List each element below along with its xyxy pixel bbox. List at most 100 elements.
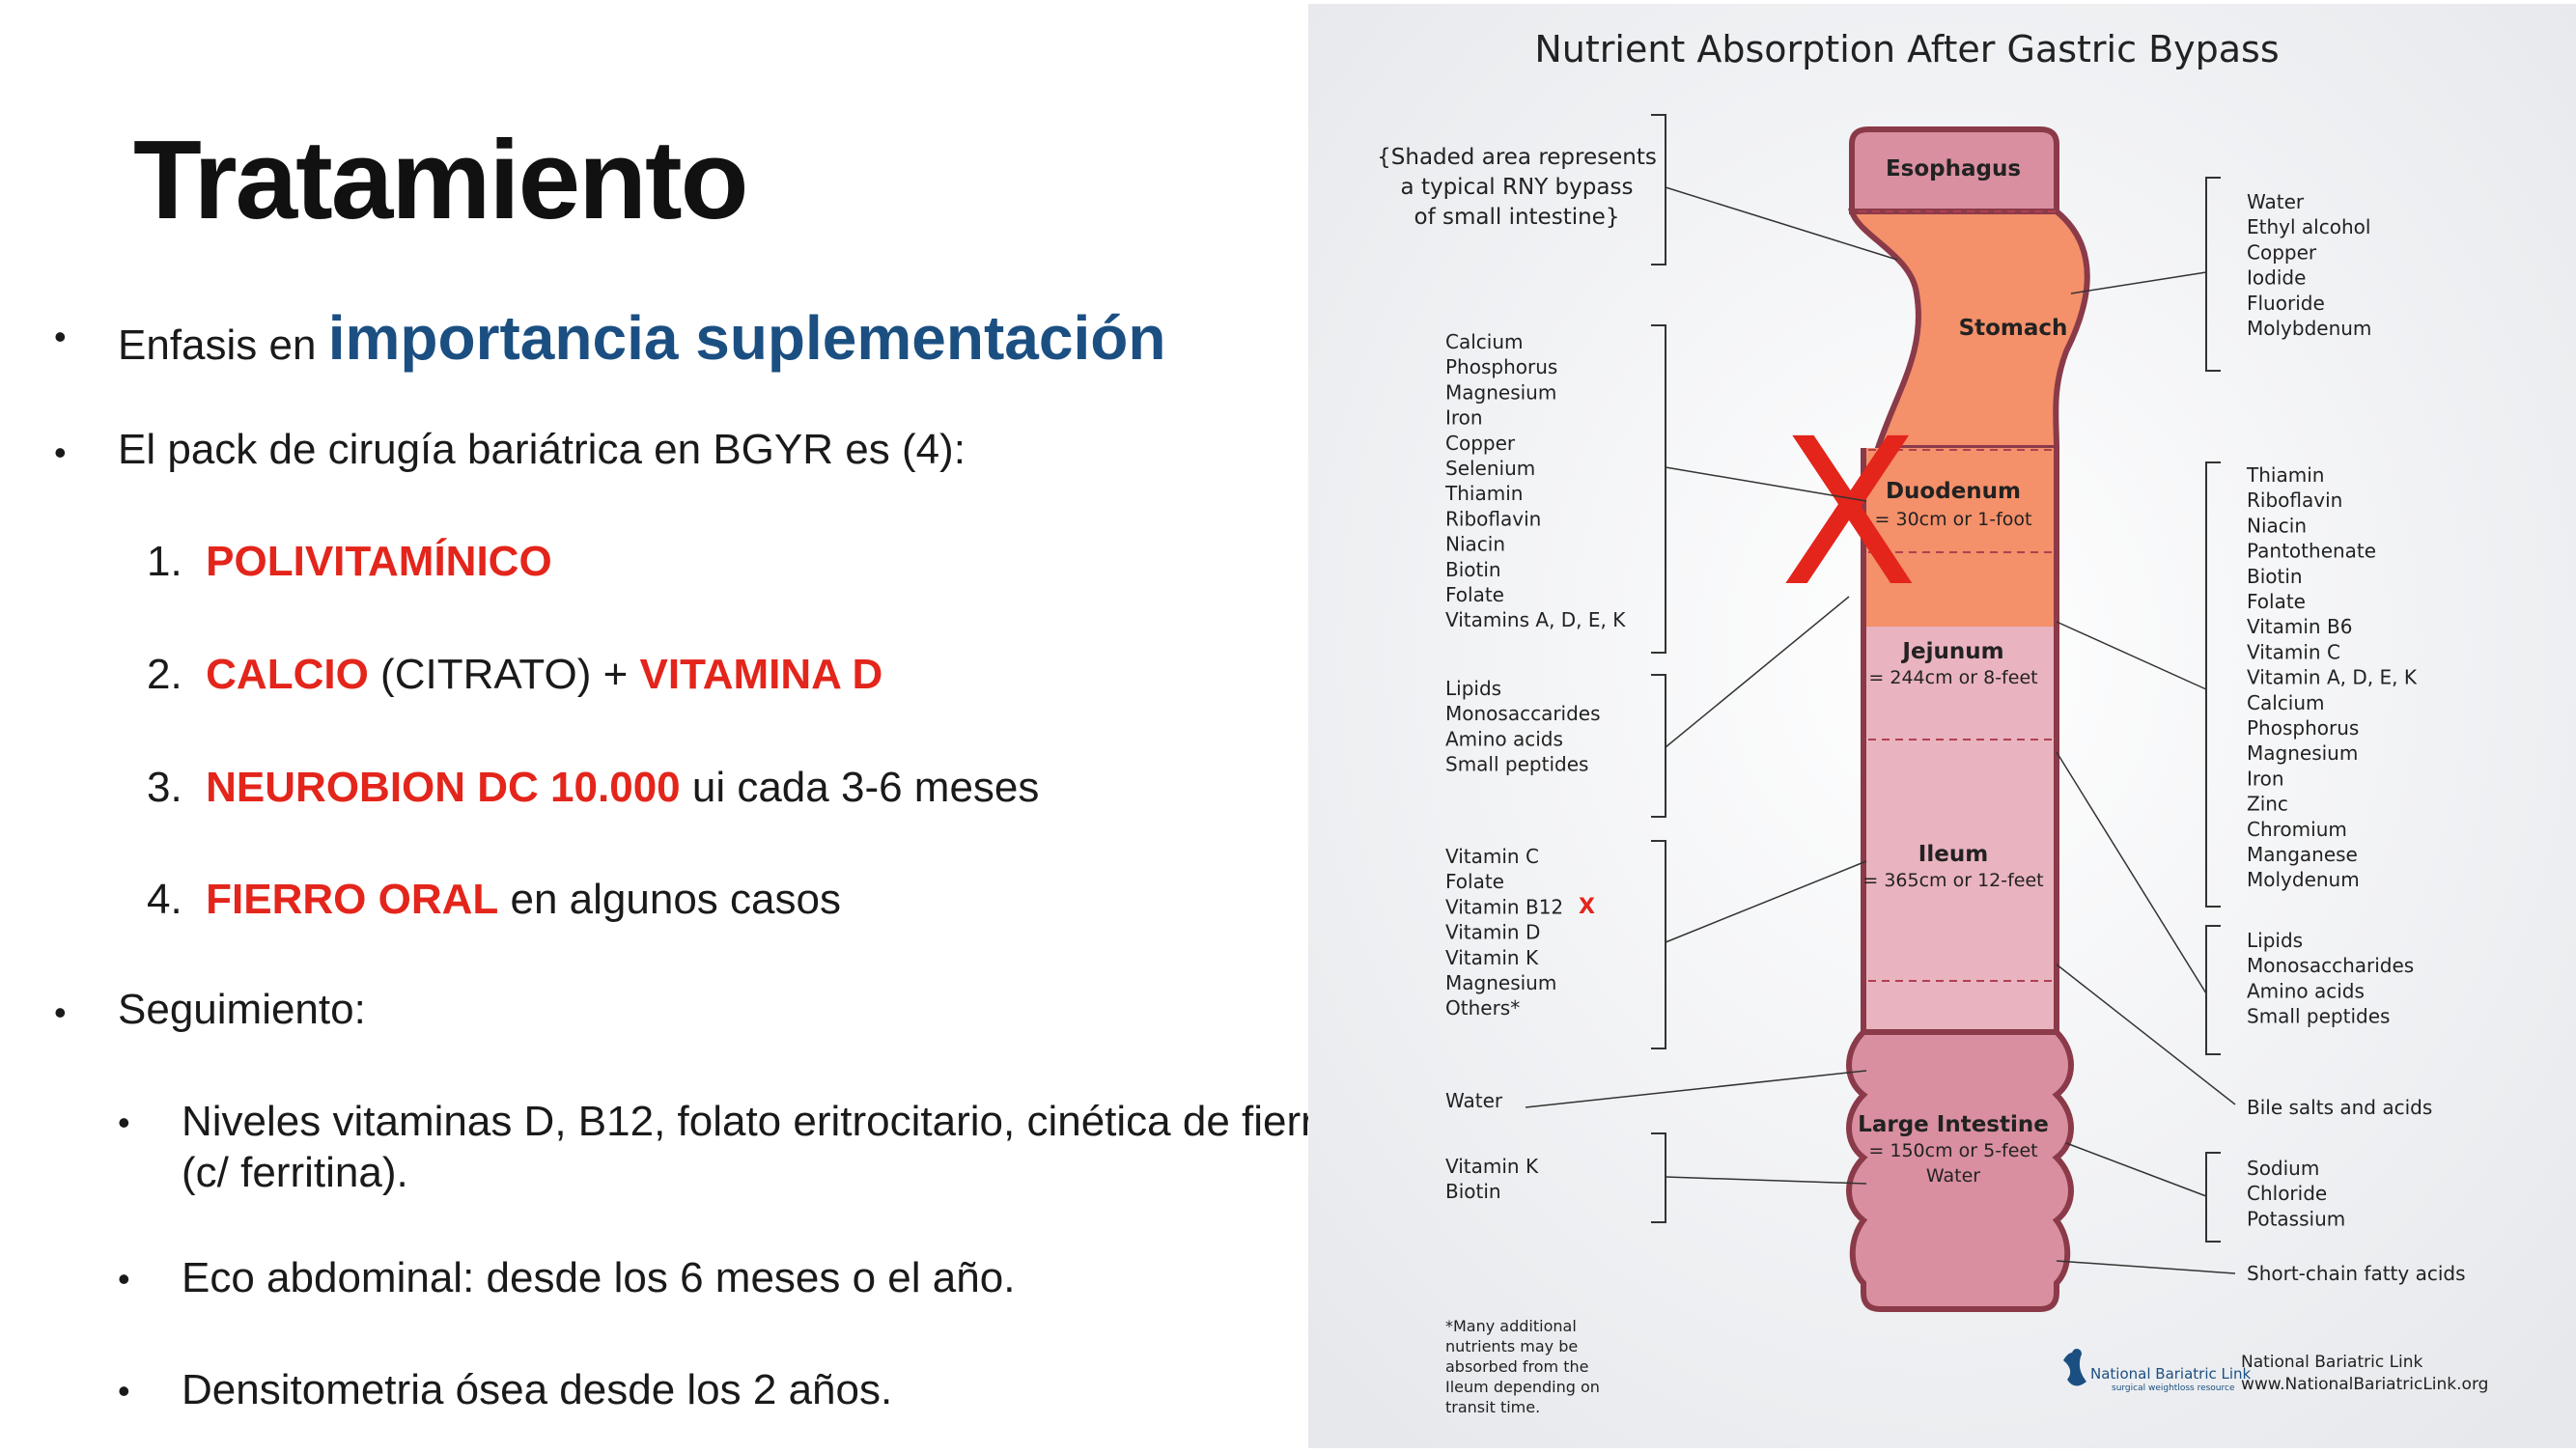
footnote-line: Ileum depending on: [1445, 1378, 1600, 1396]
logo-subtext: surgical weightloss resource: [2112, 1383, 2235, 1393]
label-ileum-length: = 365cm or 12-feet: [1862, 870, 2043, 891]
list-right-jejunum: ThiaminRiboflavinNiacinPantothenateBioti…: [2246, 463, 2418, 891]
nutrient-item: Biotin: [1445, 1180, 1501, 1203]
nutrient-item: Short-chain fatty acids: [2247, 1262, 2466, 1285]
nutrient-item: Vitamin D: [1445, 921, 1540, 944]
list-right-scfa: Short-chain fatty acids: [2247, 1262, 2466, 1285]
footnote: *Many additional nutrients may be absorb…: [1445, 1317, 1600, 1416]
nutrient-item: Folate: [2247, 590, 2306, 613]
nutrient-item: Vitamin C: [2247, 640, 2340, 663]
item-number: 1.: [147, 538, 182, 585]
sub-bullet-eco: Eco abdominal: desde los 6 meses o el añ…: [182, 1254, 1016, 1301]
slide-title: Tratamiento: [133, 117, 748, 242]
item-text: en algunos casos: [498, 876, 841, 923]
nutrient-item: Magnesium: [2247, 741, 2358, 765]
nutrient-item: Others*: [1445, 996, 1520, 1020]
logo-head-icon: [2072, 1349, 2082, 1358]
item-highlight: POLIVITAMÍNICO: [206, 538, 552, 585]
list-left-duodenum: CalciumPhosphorusMagnesiumIronCopperSele…: [1444, 330, 1626, 631]
label-large-intestine-water: Water: [1926, 1165, 1980, 1187]
enfasis-highlight: importancia suplementación: [327, 303, 1166, 373]
nutrient-item: Potassium: [2247, 1207, 2345, 1230]
nutrient-item: Vitamins A, D, E, K: [1445, 608, 1626, 631]
note-line: {Shaded area represents: [1377, 145, 1657, 170]
bullet-enfasis: Enfasis en importancia suplementación: [118, 301, 1165, 376]
nutrient-item: Thiamin: [2246, 463, 2324, 487]
bullet-dot: •: [118, 1259, 130, 1299]
label-stomach: Stomach: [1959, 316, 2068, 341]
bracket-right-ileum: [2205, 925, 2221, 1055]
nutrient-item: Pantothenate: [2247, 540, 2376, 563]
nutrient-item: Phosphorus: [1445, 355, 1557, 378]
nutrient-item: Magnesium: [1445, 380, 1556, 404]
nutrient-item: Folate: [1445, 870, 1504, 893]
diagram-title: Nutrient Absorption After Gastric Bypass: [1534, 28, 2279, 70]
bracket-note: [1651, 114, 1666, 265]
nutrient-item: Manganese: [2247, 843, 2358, 866]
nutrient-item: Vitamin A, D, E, K: [2247, 666, 2418, 689]
nutrient-item: Vitamin K: [1445, 946, 1539, 969]
nutrient-item: Small peptides: [2247, 1005, 2390, 1028]
connector-lines: [1525, 186, 2236, 1274]
label-duodenum-length: = 30cm or 1-foot: [1875, 509, 2032, 530]
nutrient-item: Molydenum: [2247, 868, 2360, 891]
esophagus-shape: [1849, 126, 2059, 214]
nutrient-item: Small peptides: [1445, 753, 1588, 776]
label-large-intestine-length: = 150cm or 5-feet: [1868, 1140, 2037, 1161]
bullet-dot: •: [54, 992, 67, 1032]
nutrient-item: Zinc: [2247, 793, 2288, 816]
sub-bullet-densitometria: Densitometria ósea desde los 2 años.: [182, 1366, 893, 1413]
nutrient-item: Molybdenum: [2247, 317, 2371, 340]
bullet-dot: •: [118, 1371, 130, 1411]
nutrient-item: Lipids: [2247, 929, 2303, 952]
pack-item-1: 1. POLIVITAMÍNICO: [147, 537, 552, 588]
nutrient-item: Amino acids: [2247, 979, 2365, 1002]
footnote-line: absorbed from the: [1445, 1357, 1588, 1376]
sub-bullet-niveles: Niveles vitaminas D, B12, folato eritroc…: [182, 1098, 1339, 1196]
nutrient-item: Sodium: [2247, 1157, 2319, 1180]
nutrient-item: Magnesium: [1445, 971, 1556, 994]
nutrient-item: Vitamin B6: [2247, 615, 2352, 638]
bypass-x-mark: X: [1779, 395, 1918, 631]
jejunum-ileum-shape: [1863, 627, 2057, 1032]
bullet-dot: •: [54, 317, 67, 356]
large-intestine-shape: [1846, 1029, 2074, 1312]
item-text: (CITRATO) +: [368, 651, 640, 698]
nutrient-item: Biotin: [2247, 565, 2303, 588]
item-highlight: VITAMINA D: [639, 651, 883, 698]
item-highlight: FIERRO ORAL: [206, 876, 499, 923]
bullet-pack: El pack de cirugía bariátrica en BGYR es…: [118, 426, 966, 473]
diagram-panel: Nutrient Absorption After Gastric Bypass: [1308, 4, 2576, 1448]
item-number: 4.: [147, 876, 182, 923]
bracket-left-duodenum: [1651, 324, 1666, 654]
absorption-diagram: Nutrient Absorption After Gastric Bypass: [1308, 4, 2576, 1448]
bracket-right-jejunum: [2205, 461, 2221, 908]
national-bariatric-link-logo: National Bariatric Link surgical weightl…: [2063, 1349, 2252, 1393]
nutrient-item: Phosphorus: [2247, 716, 2359, 740]
nutrient-item: Niacin: [2247, 514, 2307, 537]
nutrient-item: Riboflavin: [1445, 507, 1541, 530]
note-line: a typical RNY bypass: [1401, 175, 1634, 200]
label-jejunum-length: = 244cm or 8-feet: [1868, 667, 2037, 688]
bracket-left-jejunum: [1651, 674, 1666, 818]
text-panel: Tratamiento • Enfasis en importancia sup…: [54, 117, 1338, 1413]
nutrient-item: Copper: [2247, 240, 2317, 264]
pack-item-3: 3. NEUROBION DC 10.000 ui cada 3-6 meses: [147, 763, 1039, 814]
nutrient-item: Niacin: [1445, 533, 1505, 556]
nutrient-item: Vitamin B12: [1445, 895, 1563, 918]
nutrient-item: Chromium: [2247, 818, 2347, 841]
nutrient-item: Ethyl alcohol: [2247, 215, 2370, 238]
label-jejunum: Jejunum: [1900, 639, 2003, 664]
logo-figure-icon: [2063, 1352, 2086, 1386]
bullet-seguimiento: Seguimiento:: [118, 986, 366, 1033]
nutrient-item: Thiamin: [1444, 482, 1523, 505]
item-text: ui cada 3-6 meses: [680, 764, 1040, 811]
duodenum-shape: [1863, 448, 2057, 627]
credit-url: www.NationalBariatricLink.org: [2241, 1375, 2488, 1394]
list-right-bile: Bile salts and acids: [2247, 1096, 2432, 1119]
